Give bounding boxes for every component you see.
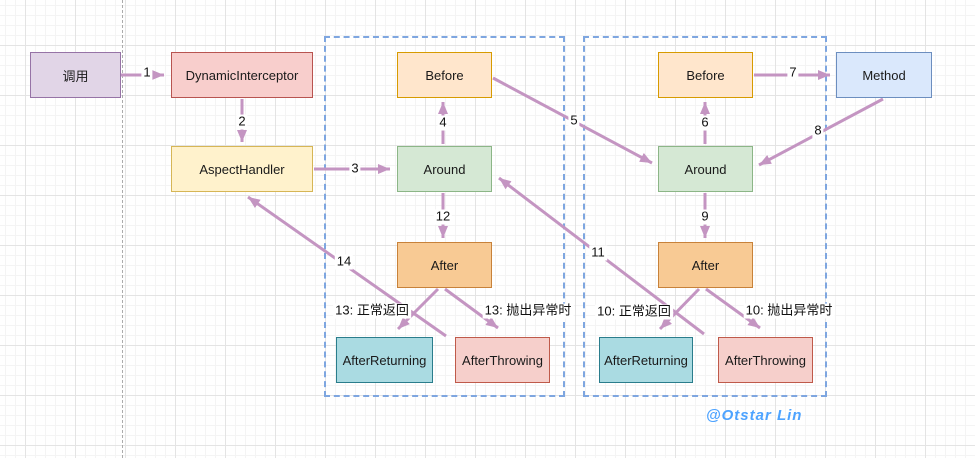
node-after-1[interactable]: After bbox=[397, 242, 492, 288]
node-call[interactable]: 调用 bbox=[30, 52, 121, 98]
node-after-throwing-1[interactable]: AfterThrowing bbox=[455, 337, 550, 383]
page-boundary-line bbox=[122, 0, 123, 458]
edge-label-5: 5 bbox=[568, 112, 580, 129]
edge-label-6: 6 bbox=[699, 114, 711, 131]
edge-label-10-return: 10: 正常返回 bbox=[595, 303, 673, 320]
node-after-returning-2[interactable]: AfterReturning bbox=[599, 337, 693, 383]
node-before-1[interactable]: Before bbox=[397, 52, 492, 98]
edge-label-3: 3 bbox=[349, 160, 361, 177]
edge-label-7: 7 bbox=[787, 64, 799, 81]
node-around-1[interactable]: Around bbox=[397, 146, 492, 192]
watermark-signature: @Otstar Lin bbox=[706, 407, 803, 424]
node-after-throwing-2[interactable]: AfterThrowing bbox=[718, 337, 813, 383]
node-around-2[interactable]: Around bbox=[658, 146, 753, 192]
edge-label-13-return: 13: 正常返回 bbox=[333, 302, 411, 319]
node-method[interactable]: Method bbox=[836, 52, 932, 98]
node-after-2[interactable]: After bbox=[658, 242, 753, 288]
node-before-2[interactable]: Before bbox=[658, 52, 753, 98]
edge-label-2: 2 bbox=[236, 113, 248, 130]
edge-label-11: 11 bbox=[589, 244, 607, 261]
node-aspect-handler[interactable]: AspectHandler bbox=[171, 146, 313, 192]
edge-label-4: 4 bbox=[437, 114, 449, 131]
edge-label-10-throw: 10: 抛出异常时 bbox=[743, 302, 835, 319]
edge-label-8: 8 bbox=[812, 122, 824, 139]
node-after-returning-1[interactable]: AfterReturning bbox=[336, 337, 433, 383]
edge-label-14: 14 bbox=[334, 253, 354, 270]
node-dynamic-interceptor[interactable]: DynamicInterceptor bbox=[171, 52, 313, 98]
edge-label-1: 1 bbox=[141, 64, 153, 81]
edge-label-13-throw: 13: 抛出异常时 bbox=[482, 302, 574, 319]
edge-label-12: 12 bbox=[433, 208, 453, 225]
edge-label-9: 9 bbox=[699, 208, 711, 225]
